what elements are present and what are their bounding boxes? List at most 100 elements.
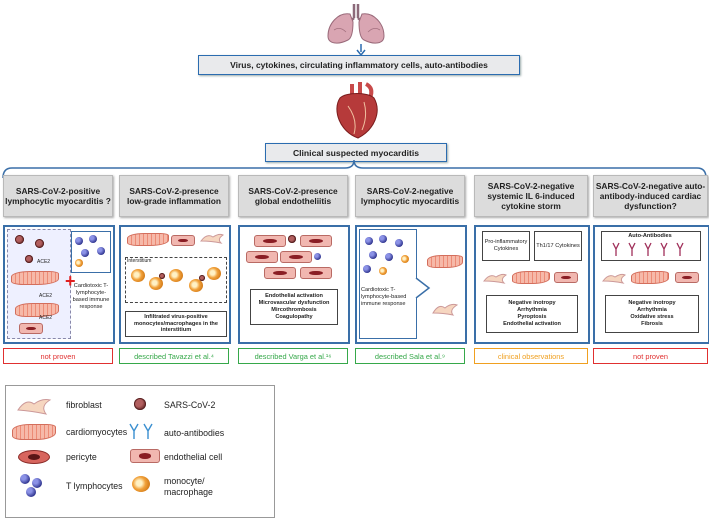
virus-particle xyxy=(25,255,33,263)
pericyte xyxy=(171,235,195,246)
col-title-6: SARS-CoV-2-negative auto-antibody-induce… xyxy=(593,175,708,217)
lungs-icon xyxy=(327,4,385,44)
auto-antibody-icon xyxy=(129,423,153,439)
status-badge: described Tavazzi et al.⁴ xyxy=(119,348,229,364)
panel6-line: Negative inotropy xyxy=(628,300,676,307)
fibroblast-shape xyxy=(199,233,224,244)
t-lymphocyte xyxy=(97,247,105,255)
endothelial-cell xyxy=(300,267,332,279)
pericyte xyxy=(19,323,43,334)
panel5-line: Endothelial activation xyxy=(503,320,561,327)
fibroblast-shape xyxy=(432,303,459,316)
panel-1: ACE2 ACE2 ACE2 + Cardiotoxic T-lymphocyt… xyxy=(3,225,115,344)
macrophage xyxy=(149,277,163,290)
t-lymphocyte xyxy=(395,239,403,247)
col-title-4: SARS-CoV-2-negative lymphocytic myocardi… xyxy=(355,175,465,217)
t-lymphocyte xyxy=(75,237,83,245)
panel5-line: Arrhythmia xyxy=(517,307,547,314)
t-lymphocyte xyxy=(314,253,321,260)
macrophage xyxy=(131,269,145,282)
cardiomyocyte xyxy=(631,271,669,284)
panel3-line: Endothelial activation xyxy=(265,293,323,300)
panel3-line: Mircothrombosis xyxy=(271,307,317,313)
legend-endothelial: endothelial cell xyxy=(164,452,223,462)
col-title-5: SARS-CoV-2-negative systemic IL 6-induce… xyxy=(474,175,588,217)
ace2-label: ACE2 xyxy=(37,259,51,265)
col-title-2: SARS-CoV-2-presence low-grade inflammati… xyxy=(119,175,229,217)
panel-6: Auto-Antibodies Negative inotropy Arrhyt… xyxy=(593,225,709,344)
endothelial-cell xyxy=(254,235,286,247)
monocyte xyxy=(379,267,387,275)
endothelial-cell xyxy=(264,267,296,279)
heart-icon xyxy=(336,82,378,139)
panel6-line: Fibrosis xyxy=(641,320,663,327)
t-lymphocyte-icon xyxy=(20,474,30,484)
pericyte-icon xyxy=(18,450,50,464)
bracket xyxy=(2,160,707,179)
panel3-line: Microvascular dysfunction xyxy=(258,300,330,307)
panel3-text: Endothelial activation Microvascular dys… xyxy=(250,289,338,325)
status-badge: described Varga et al.¹⁶ xyxy=(238,348,348,364)
legend-sars: SARS-CoV-2 xyxy=(164,400,216,410)
legend-cardiomyocytes: cardiomyocytes xyxy=(66,427,128,437)
macrophage xyxy=(169,269,183,282)
legend-mono: monocyte/ macrophage xyxy=(164,476,213,497)
top-banner: Virus, cytokines, circulating inflammato… xyxy=(198,55,520,75)
legend-autoantibodies: auto-antibodies xyxy=(164,428,225,438)
panel6-text: Negative inotropy Arrhythmia Oxidative s… xyxy=(605,295,699,333)
pericyte xyxy=(675,272,699,283)
t-lymphocyte xyxy=(81,249,89,257)
interstitium-box xyxy=(125,257,227,303)
antibody-icons xyxy=(612,242,684,256)
virus-particle xyxy=(15,235,24,244)
panel-3: Endothelial activation Microvascular dys… xyxy=(238,225,350,344)
pericyte xyxy=(554,272,578,283)
status-badge: not proven xyxy=(593,348,708,364)
panel5-line: Negative inotropy xyxy=(508,300,556,307)
tcell-cluster xyxy=(71,231,111,273)
status-badge: clinical observations xyxy=(474,348,588,364)
panel1-text: Cardiotoxic T-lymphocyte-based immune re… xyxy=(72,283,110,310)
t-lymphocyte xyxy=(379,235,387,243)
panel3-line: Coagulopathy xyxy=(275,313,313,320)
t-lymphocyte xyxy=(363,265,371,273)
status-badge: not proven xyxy=(3,348,113,364)
macrophage xyxy=(189,279,203,292)
endothelial-cell-icon xyxy=(130,449,160,463)
status-badge: described Sala et al.⁹ xyxy=(355,348,465,364)
antibody-box xyxy=(601,231,701,261)
legend-fibroblast: fibroblast xyxy=(66,400,102,410)
virus-particle xyxy=(159,273,165,279)
virus-particle xyxy=(199,275,205,281)
sars-cov-2-icon xyxy=(134,398,146,410)
virus-particle xyxy=(35,239,44,248)
legend-tlymph: T lymphocytes xyxy=(66,481,123,491)
panel5-line: Pyroptosis xyxy=(517,314,547,320)
interstitium-label: Interstitium xyxy=(127,258,152,264)
cardiomyocyte xyxy=(427,255,463,268)
endothelial-cell xyxy=(300,235,332,247)
tcell-box xyxy=(359,229,417,339)
t-lymphocyte xyxy=(89,235,97,243)
t-lymphocyte-icon xyxy=(26,487,36,497)
panel5-text: Negative inotropy Arrhythmia Pyroptosis … xyxy=(486,295,578,333)
monocyte xyxy=(75,259,83,267)
endothelial-cell xyxy=(246,251,278,263)
middle-banner: Clinical suspected myocarditis xyxy=(265,143,447,162)
cardiomyocyte xyxy=(15,303,59,317)
fibroblast-shape xyxy=(601,273,626,284)
legend-pericyte: pericyte xyxy=(66,452,97,462)
legend: fibroblast SARS-CoV-2 cardiomyocytes aut… xyxy=(5,385,275,518)
monocyte-icon xyxy=(132,476,150,492)
t-lymphocyte-icon xyxy=(32,478,42,488)
panel6-line: Oxidative stress xyxy=(630,314,674,320)
antibody-label: Auto-Antibodies xyxy=(628,233,672,239)
panel4-text: Cardiotoxic T-lymphocyte-based immune re… xyxy=(361,287,407,307)
ace2-label: ACE2 xyxy=(39,315,53,321)
cytokine-box: Pro-inflammatory Cytokines xyxy=(482,231,530,261)
fibroblast-shape xyxy=(482,273,507,284)
col-title-1: SARS-CoV-2-positive lymphocytic myocardi… xyxy=(3,175,113,217)
plus-icon: + xyxy=(65,271,76,291)
cardiomyocytes-icon xyxy=(12,424,56,440)
monocyte xyxy=(401,255,409,263)
